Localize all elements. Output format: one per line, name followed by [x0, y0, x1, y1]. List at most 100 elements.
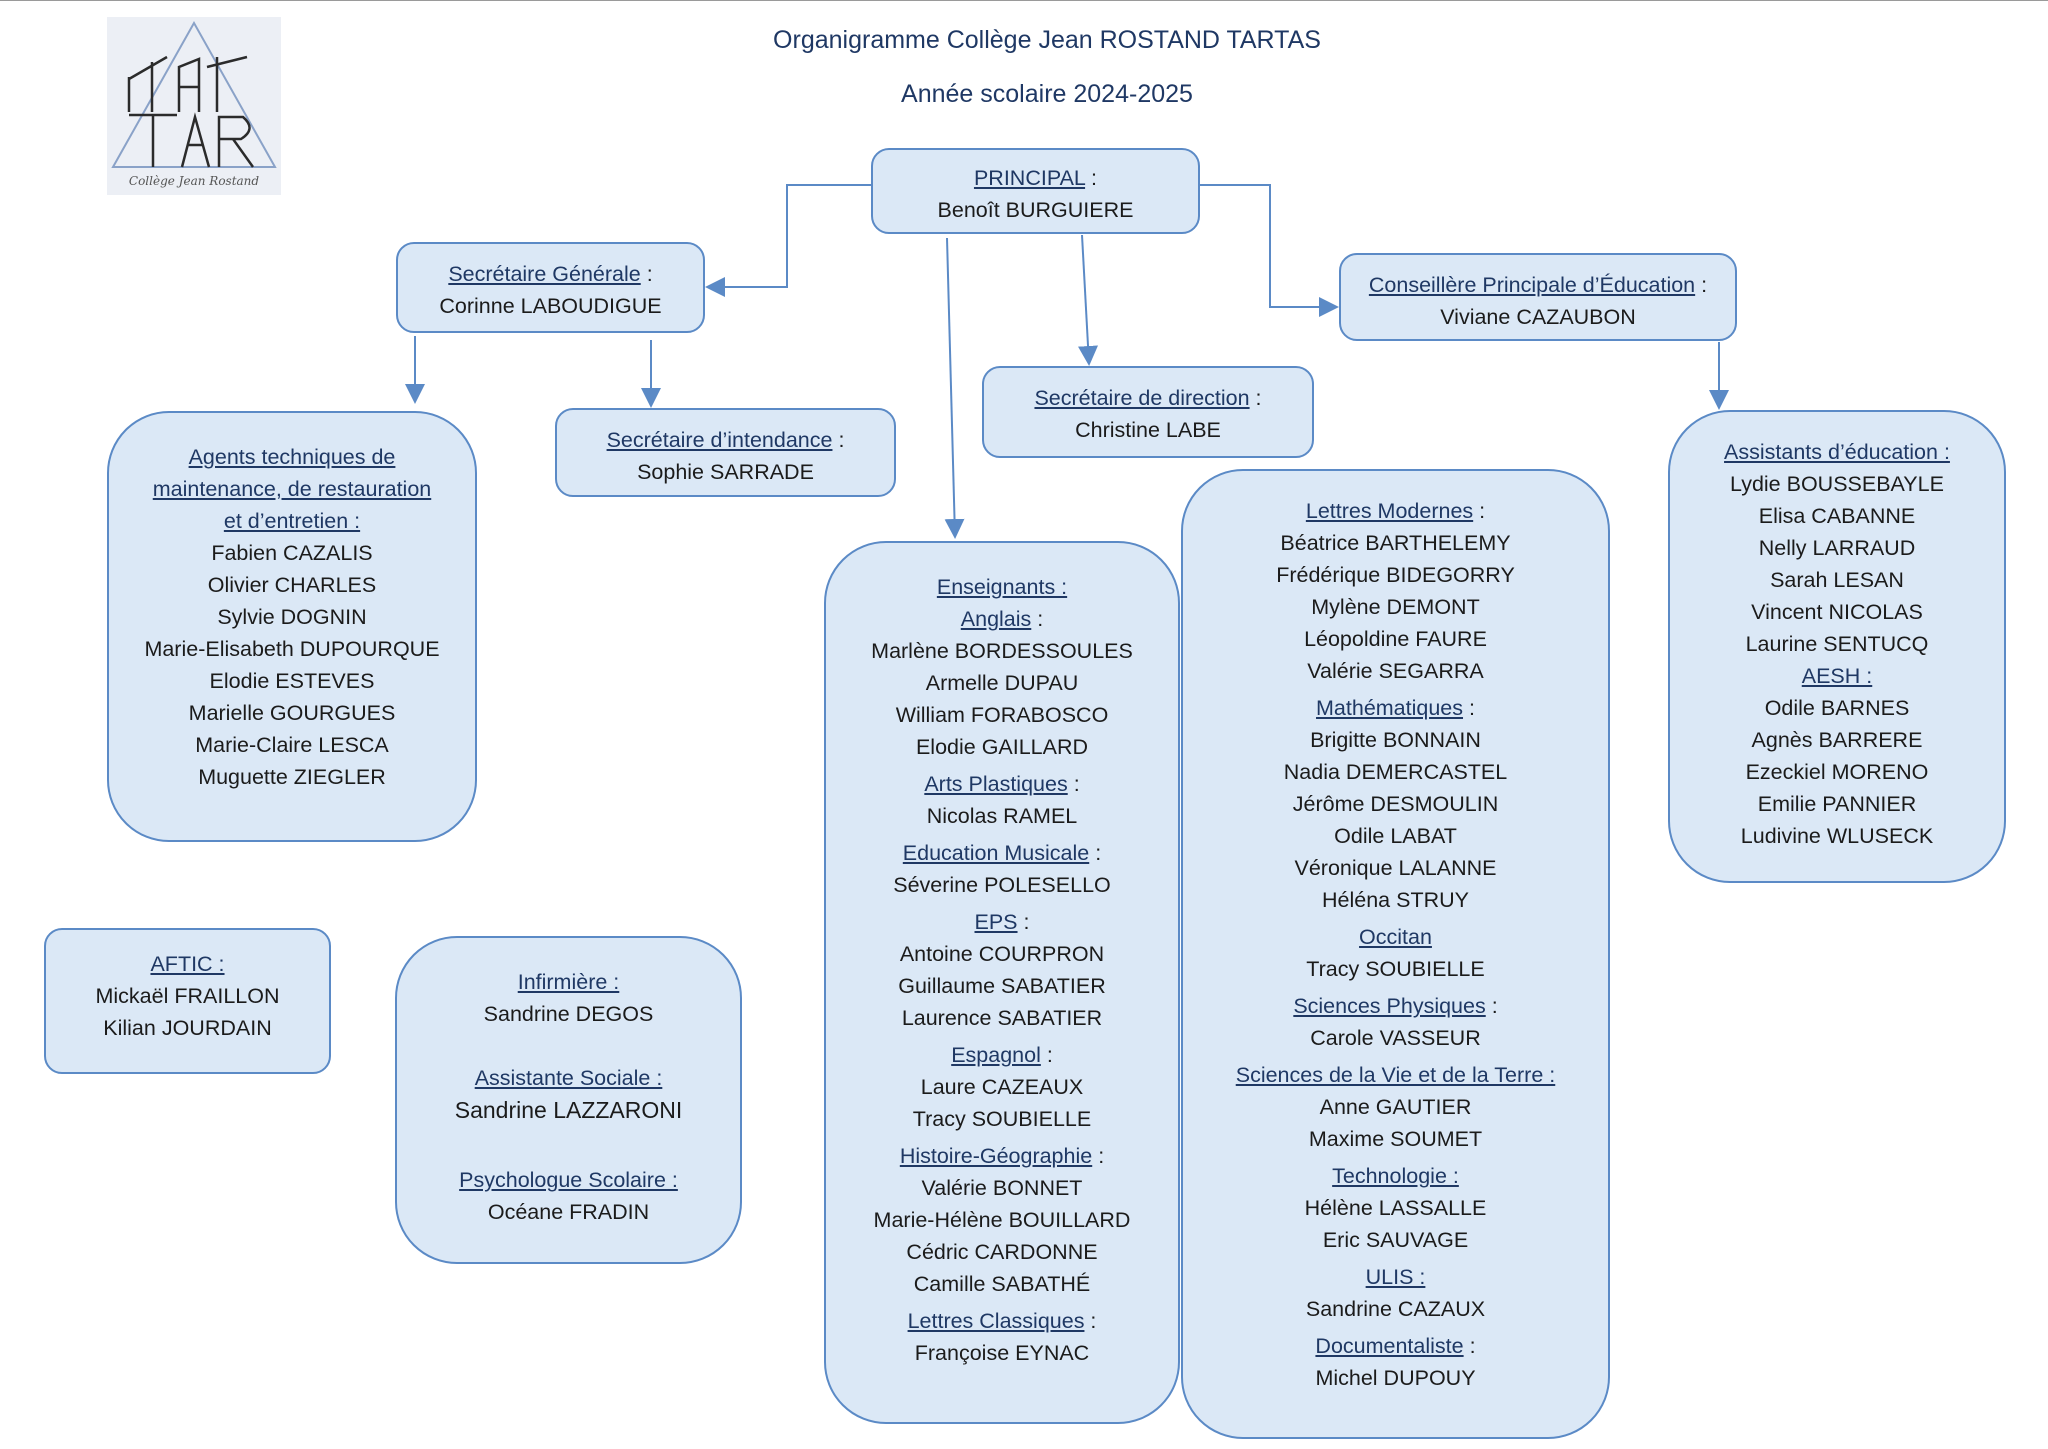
subject-group: Espagnol : Laure CAZEAUX Tracy SOUBIELLE	[826, 1039, 1178, 1135]
subject-heading: EPS :	[826, 906, 1178, 938]
subject-label: Education Musicale	[902, 841, 1090, 865]
aesh-name: Emilie PANNIER	[1757, 792, 1917, 816]
subject-sep: :	[1084, 1309, 1097, 1333]
subject-heading: Lettres Classiques :	[826, 1305, 1178, 1337]
subject-group: Lettres Modernes : Béatrice BARTHELEMY Fré…	[1183, 495, 1608, 687]
intendance-sep: :	[832, 428, 845, 452]
teacher-name: Sandrine CAZAUX	[1305, 1297, 1486, 1321]
college-logo: Collège Jean Rostand	[107, 17, 281, 195]
assistant-name: Lydie BOUSSEBAYLE	[1730, 472, 1944, 496]
teacher-name: Nicolas RAMEL	[926, 804, 1078, 828]
teacher-name: Frédérique BIDEGORRY	[1276, 563, 1515, 587]
agent-name: Muguette ZIEGLER	[198, 765, 386, 789]
enseignants-box-2: Lettres Modernes : Béatrice BARTHELEMY Fré…	[1181, 469, 1610, 1439]
subject-sep: :	[1473, 499, 1486, 523]
infirmiere-role: Infirmière :	[517, 970, 620, 994]
infirmiere-name: Sandrine DEGOS	[483, 1002, 654, 1026]
enseignants-col2-list: Lettres Modernes : Béatrice BARTHELEMY Fré…	[1183, 495, 1608, 1394]
subject-heading: Lettres Modernes :	[1183, 495, 1608, 527]
teacher-name: Valérie BONNET	[921, 1176, 1083, 1200]
top-border	[0, 0, 2048, 1]
teacher-name: Camille SABATHÉ	[913, 1272, 1091, 1296]
subject-sep: :	[1463, 1334, 1476, 1358]
subject-sep: :	[1485, 994, 1498, 1018]
subject-group: Documentaliste :Michel DUPOUY	[1183, 1330, 1608, 1394]
subject-label: Espagnol	[951, 1043, 1041, 1067]
agent-name: Marielle GOURGUES	[188, 701, 396, 725]
agent-name: Fabien CAZALIS	[211, 541, 373, 565]
cpe-name: Viviane CAZAUBON	[1440, 305, 1636, 329]
subject-label: Technologie :	[1332, 1164, 1459, 1188]
enseignants-title: Enseignants :	[936, 575, 1068, 599]
subject-sep: :	[1463, 696, 1475, 720]
subject-group: ULIS :Sandrine CAZAUX	[1183, 1261, 1608, 1325]
subject-heading: Sciences Physiques :	[1183, 990, 1608, 1022]
subject-label: Lettres Classiques	[907, 1309, 1085, 1333]
subject-heading: Technologie :	[1183, 1160, 1608, 1192]
secretaire-direction-box: Secrétaire de direction : Christine LABE	[982, 366, 1314, 458]
agents-role-line: Agents techniques de	[188, 445, 396, 469]
subject-heading: Education Musicale :	[826, 837, 1178, 869]
subject-label: Anglais	[960, 607, 1032, 631]
psychologue-name: Océane FRADIN	[487, 1200, 650, 1224]
assistant-name: Laurine SENTUCQ	[1745, 632, 1929, 656]
agent-name: Marie-Elisabeth DUPOURQUE	[144, 637, 440, 661]
subject-sep: :	[1040, 1043, 1053, 1067]
sante-social-box: Infirmière : Sandrine DEGOS Assistante S…	[395, 936, 742, 1264]
teacher-name: William FORABOSCO	[895, 703, 1109, 727]
subject-heading: Mathématiques :	[1183, 692, 1608, 724]
principal-role: PRINCIPAL	[973, 166, 1086, 190]
teacher-name: Elodie GAILLARD	[915, 735, 1089, 759]
teacher-name: Eric SAUVAGE	[1322, 1228, 1469, 1252]
link-principal-cpe	[1200, 184, 1339, 317]
teacher-name: Tracy SOUBIELLE	[912, 1107, 1092, 1131]
teacher-name: Marie-Hélène BOUILLARD	[873, 1208, 1131, 1232]
cpe-box: Conseillère Principale d’Éducation : Viv…	[1339, 253, 1737, 341]
agent-name: Marie-Claire LESCA	[195, 733, 389, 757]
teacher-name: Carole VASSEUR	[1310, 1026, 1481, 1050]
subject-heading: Histoire-Géographie :	[826, 1140, 1178, 1172]
subject-group: Sciences Physiques :Carole VASSEUR	[1183, 990, 1608, 1054]
logo-caption: Collège Jean Rostand	[129, 174, 260, 188]
subject-label: Histoire-Géographie	[899, 1144, 1093, 1168]
chart-subtitle: Année scolaire 2024-2025	[901, 80, 1193, 108]
subject-group: Lettres Classiques :Françoise EYNAC	[826, 1305, 1178, 1369]
teacher-name: Valérie SEGARRA	[1307, 659, 1484, 683]
secgen-sep: :	[640, 262, 653, 286]
aesh-role: AESH :	[1801, 664, 1873, 688]
aftic-box: AFTIC : Mickaël FRAILLON Kilian JOURDAIN	[44, 928, 331, 1074]
subject-label: Arts Plastiques	[924, 772, 1068, 796]
secretaire-intendance-box: Secrétaire d’intendance : Sophie SARRADE	[555, 408, 896, 497]
intendance-role: Secrétaire d’intendance	[606, 428, 833, 452]
aesh-name: Ludivine WLUSECK	[1740, 824, 1934, 848]
subject-group: Education Musicale : Séverine POLESELLO	[826, 837, 1178, 901]
teacher-name: Véronique LALANNE	[1294, 856, 1497, 880]
agents-role-line: maintenance, de restauration	[152, 477, 432, 501]
teacher-name: Béatrice BARTHELEMY	[1280, 531, 1511, 555]
assistants-education-box: Assistants d’éducation : Lydie BOUSSEBAY…	[1668, 410, 2006, 883]
subject-heading: Documentaliste :	[1183, 1330, 1608, 1362]
subject-label: Lettres Modernes	[1305, 499, 1474, 523]
link-principal-secgen	[705, 184, 871, 297]
subject-label: Sciences Physiques	[1293, 994, 1486, 1018]
secdir-name: Christine LABE	[1075, 418, 1221, 442]
teacher-name: Séverine POLESELLO	[893, 873, 1111, 897]
teacher-name: Guillaume SABATIER	[898, 974, 1106, 998]
secgen-name: Corinne LABOUDIGUE	[439, 294, 662, 318]
subject-heading: Arts Plastiques :	[826, 768, 1178, 800]
teacher-name: Laure CAZEAUX	[920, 1075, 1084, 1099]
subject-label: Occitan	[1359, 925, 1432, 949]
subject-sep: :	[1089, 841, 1102, 865]
enseignants-box-1: Enseignants : Anglais :Marlène BORDESSOU…	[824, 541, 1180, 1424]
teacher-name: Maxime SOUMET	[1308, 1127, 1483, 1151]
subject-group: Sciences de la Vie et de la Terre :Anne …	[1183, 1059, 1608, 1155]
teacher-name: Jérôme DESMOULIN	[1292, 792, 1499, 816]
aesh-name: Agnès BARRERE	[1751, 728, 1923, 752]
agent-name: Elodie ESTEVES	[209, 669, 375, 693]
principal-box: PRINCIPAL : Benoît BURGUIERE	[871, 148, 1200, 234]
